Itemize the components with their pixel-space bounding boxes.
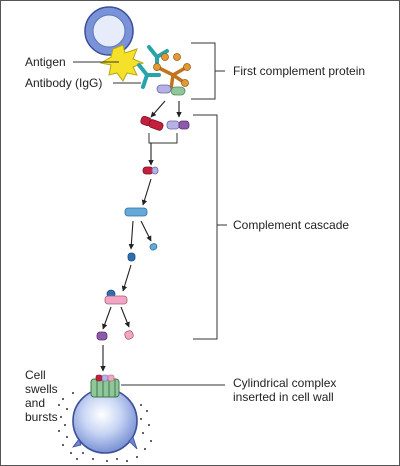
arrow	[102, 306, 112, 330]
arrow	[128, 220, 135, 250]
cell-label-line1: Cell	[25, 368, 46, 382]
cylindrical-complex	[90, 374, 120, 398]
protein-step-3	[124, 207, 148, 217]
protein-step-5	[104, 289, 128, 305]
arrow	[121, 264, 132, 292]
arrow	[120, 306, 130, 328]
first-complement-protein	[153, 53, 191, 96]
bursting-cell	[72, 388, 138, 454]
first-complement-bracket	[191, 42, 216, 100]
protein-fragment	[124, 330, 134, 340]
cascade-label: Complement cascade	[233, 218, 349, 232]
arrow	[141, 178, 152, 206]
cell-label-line4: bursts	[25, 410, 58, 424]
antibody-label: Antibody (IgG)	[25, 76, 102, 90]
antigen-label: Antigen	[25, 55, 66, 69]
arrow	[150, 100, 166, 118]
cascade-bracket	[193, 114, 218, 340]
antibody-igg	[137, 45, 169, 89]
cell-label-line2: swells	[25, 382, 58, 396]
protein-pair-1	[140, 115, 190, 131]
cell-label-line3: and	[25, 396, 45, 410]
bacterial-cell-top	[84, 6, 134, 56]
protein-fragment	[127, 252, 136, 262]
cylindrical-label-line1: Cylindrical complex	[233, 376, 336, 390]
protein-fragment	[149, 243, 158, 251]
protein-fragment	[96, 331, 108, 341]
cylindrical-label-line2: inserted in cell wall	[233, 390, 334, 404]
arrow	[140, 220, 152, 242]
cell-debris-dots	[58, 392, 152, 462]
merge-bracket	[148, 133, 178, 144]
protein-step-2	[142, 166, 159, 175]
first-complement-label: First complement protein	[233, 64, 365, 78]
antigen-shape	[99, 44, 145, 82]
